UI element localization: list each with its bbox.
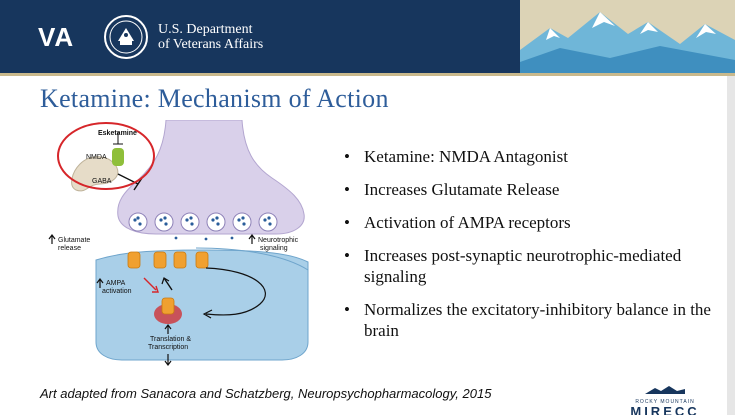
gaba-label: GABA: [92, 178, 112, 185]
header-bar: VA U.S. Department of Veterans Affairs: [0, 0, 735, 75]
department-line-1: U.S. Department: [158, 22, 253, 37]
mirecc-logo: ROCKY MOUNTAIN MIRECC: [626, 381, 704, 415]
mountain-icon: [520, 12, 735, 75]
bullet-item: • Increases post-synaptic neurotrophic-me…: [342, 245, 727, 287]
va-seal-icon: [104, 15, 148, 59]
translation-label-1: Translation &: [150, 336, 191, 343]
bullet-dot-icon: •: [344, 180, 350, 199]
bullet-dot-icon: •: [344, 147, 350, 166]
glutamate-label-1: Glutamate: [58, 237, 91, 244]
neurotrophic-label-1: Neurotrophic: [258, 237, 299, 244]
bullet-list: • Ketamine: NMDA Antagonist • Increases Gl…: [342, 146, 727, 353]
bullet-text: Normalizes the excitatory-inhibitory bal…: [364, 300, 711, 340]
mirecc-logo-top: ROCKY MOUNTAIN: [635, 399, 695, 405]
nmda-label: NMDA: [86, 154, 107, 161]
mirecc-mountain-icon: [645, 386, 685, 394]
department-line-2: of Veterans Affairs: [158, 37, 264, 52]
header-rule: [0, 73, 735, 76]
synapse-illustration: [48, 119, 309, 366]
synapse-diagram: Esketamine NMDA GABA Glutamate release N…: [46, 119, 316, 373]
glutamate-label-2: release: [58, 245, 81, 252]
bullet-dot-icon: •: [344, 300, 350, 319]
esketamine-label: Esketamine: [98, 130, 137, 137]
slide-title: Ketamine: Mechanism of Action: [40, 84, 389, 113]
window-edge: [727, 76, 735, 415]
bullet-dot-icon: •: [344, 213, 350, 232]
bullet-item: • Increases Glutamate Release: [342, 179, 727, 200]
translation-label-2: Transcription: [148, 344, 189, 351]
bullet-text: Ketamine: NMDA Antagonist: [364, 147, 568, 166]
department-name: U.S. Department of Veterans Affairs: [158, 22, 263, 52]
ampa-label-2: activation: [102, 288, 132, 295]
bullet-item: • Normalizes the excitatory-inhibitory ba…: [342, 299, 727, 341]
bullet-dot-icon: •: [344, 246, 350, 265]
bullet-text: Increases post-synaptic neurotrophic-med…: [364, 246, 682, 286]
bullet-text: Activation of AMPA receptors: [364, 213, 571, 232]
mountain-banner: [520, 0, 735, 75]
bullet-text: Increases Glutamate Release: [364, 180, 560, 199]
bullet-item: • Activation of AMPA receptors: [342, 212, 727, 233]
mirecc-logo-main: MIRECC: [630, 404, 700, 415]
figure-citation: Art adapted from Sanacora and Schatzberg…: [40, 386, 492, 401]
va-logo: VA: [38, 22, 75, 52]
ampa-label-1: AMPA: [106, 280, 126, 287]
neurotrophic-label-2: signaling: [260, 245, 288, 252]
bullet-item: • Ketamine: NMDA Antagonist: [342, 146, 727, 167]
